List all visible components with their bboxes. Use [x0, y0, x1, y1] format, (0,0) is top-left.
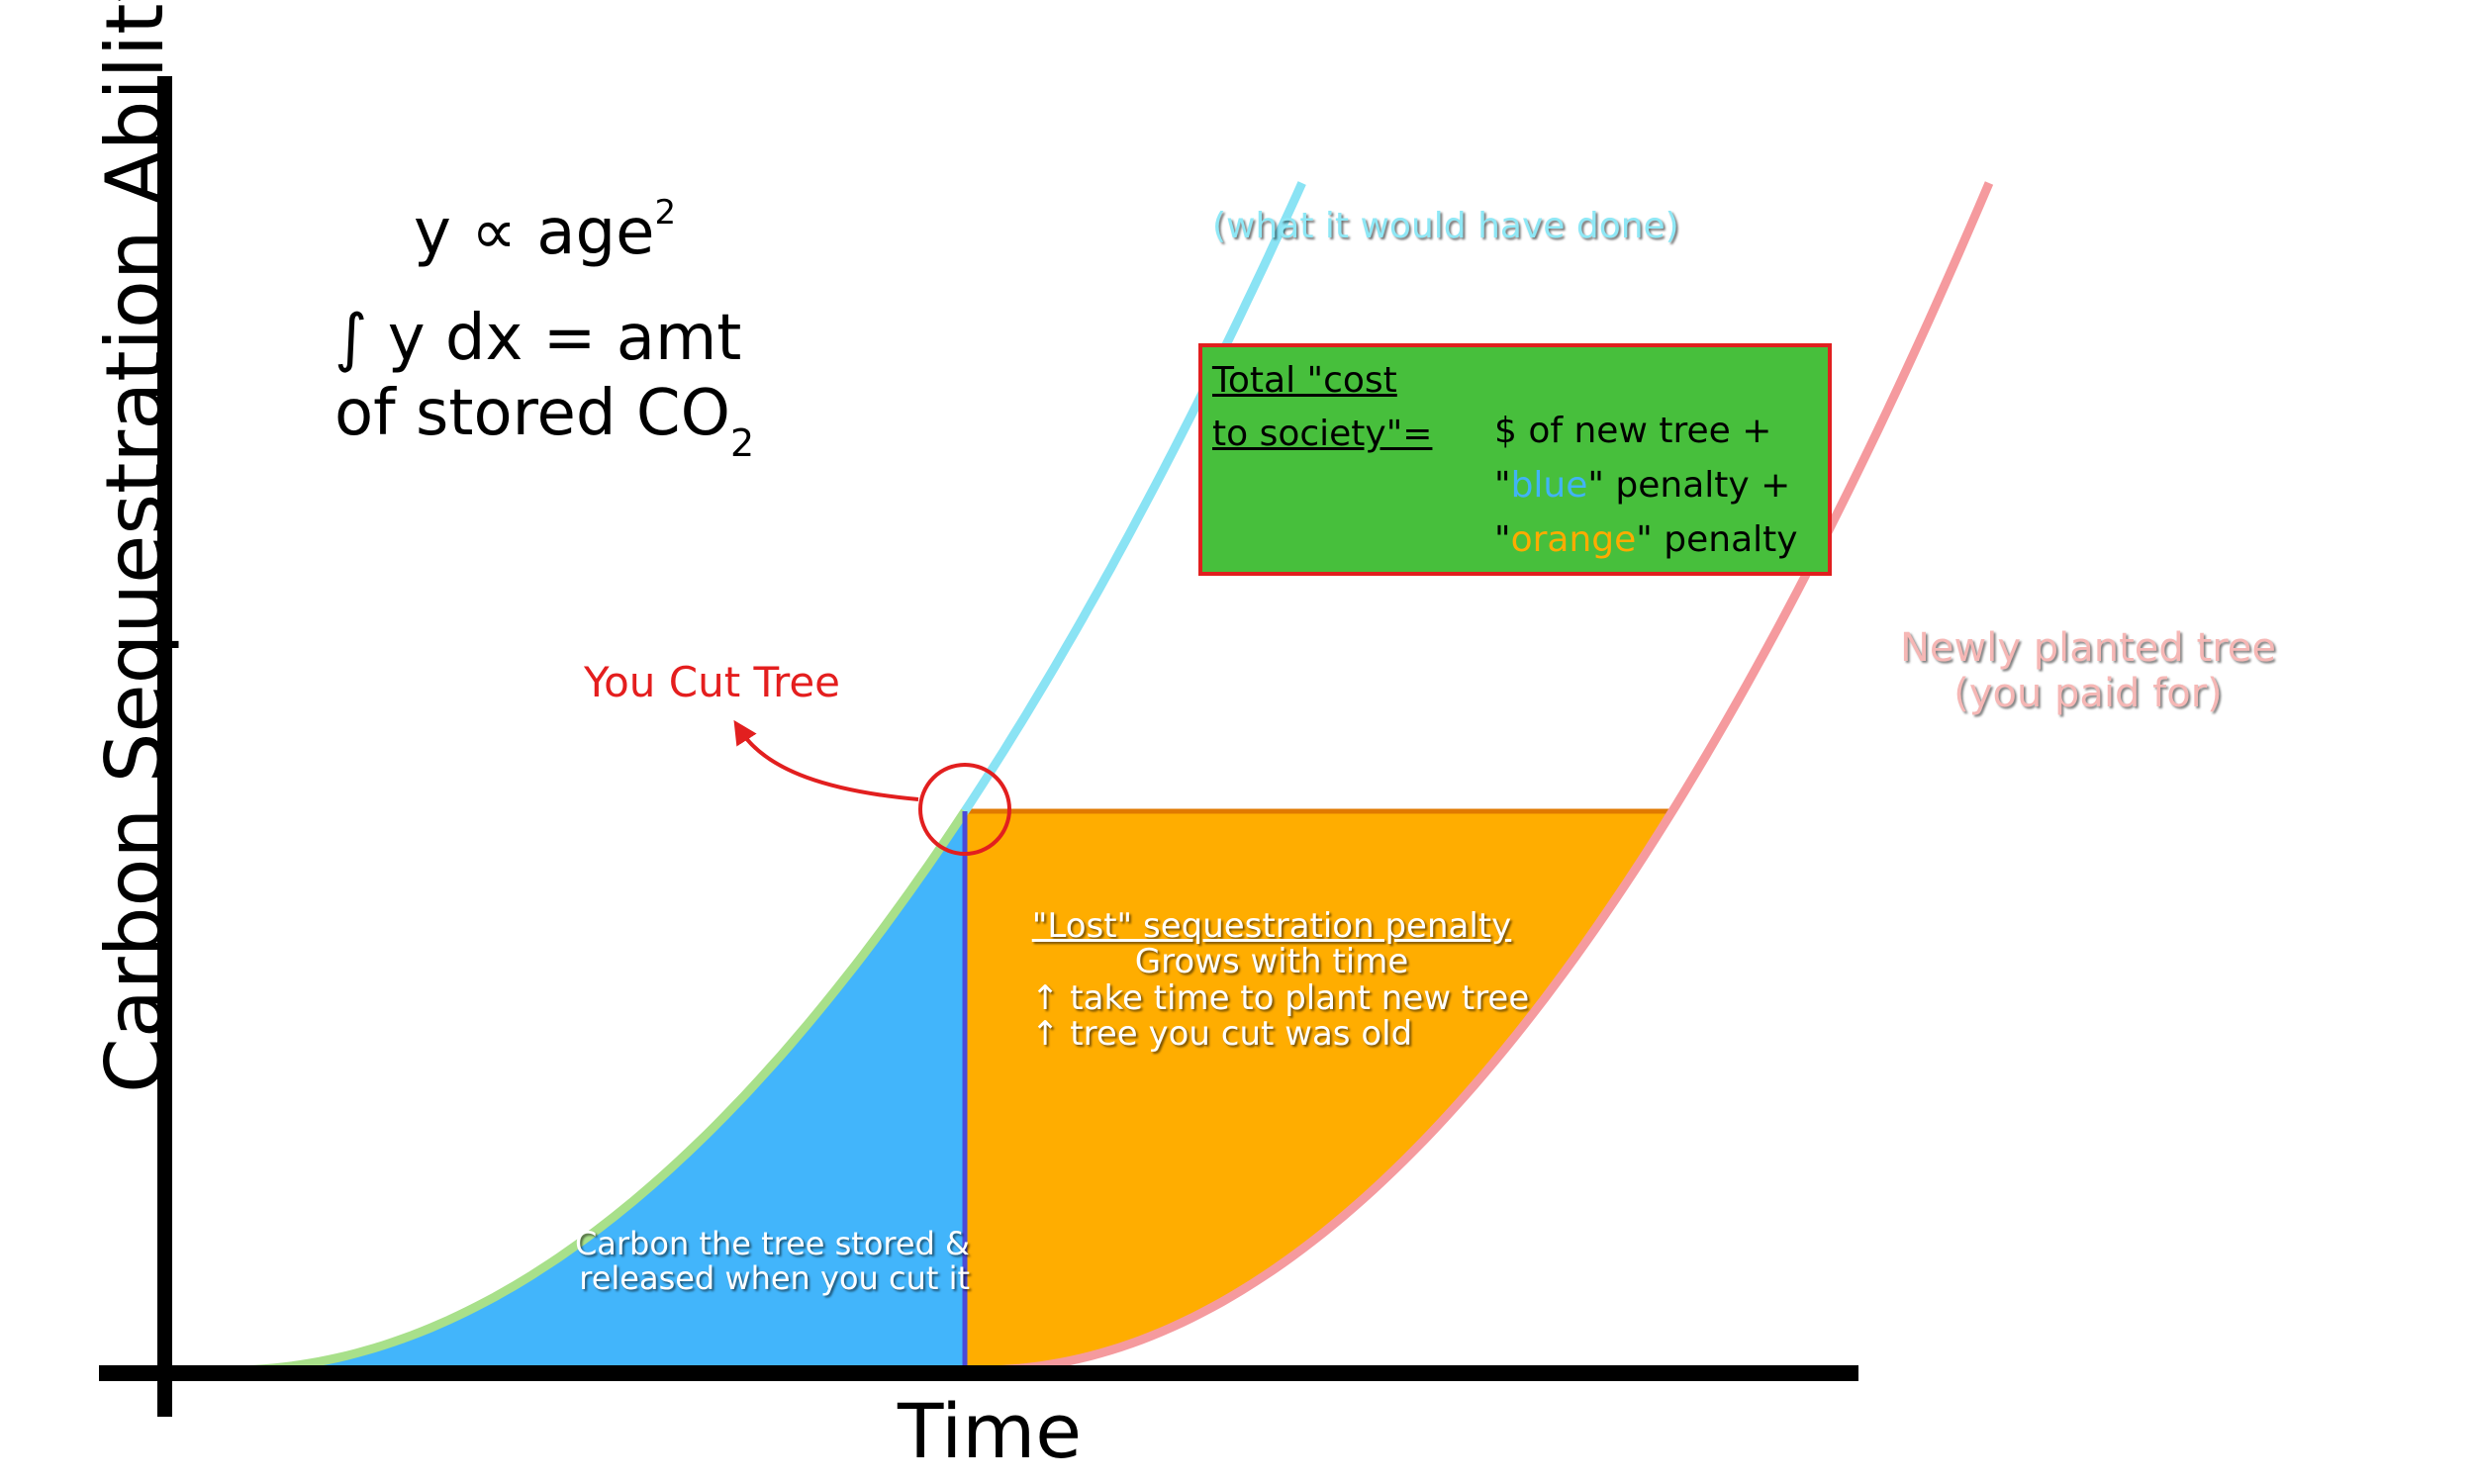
- orange-highlight: orange: [1510, 519, 1637, 560]
- quote-open: ": [1494, 465, 1511, 506]
- proportional-formula-text: y ∝ age: [414, 196, 655, 269]
- cut-point-circle: [918, 763, 1011, 856]
- x-axis-label: Time: [898, 1387, 1082, 1475]
- integral-formula-line1: ∫ y dx = amt: [334, 302, 742, 375]
- cut-tree-label: You Cut Tree: [584, 658, 841, 706]
- y-axis: [157, 76, 172, 1417]
- orange-region-line1: Grows with time: [1134, 942, 1409, 982]
- orange-region-line3: ↑ tree you cut was old: [1031, 1014, 1413, 1055]
- orange-region-line2: ↑ take time to plant new tree: [1031, 977, 1530, 1018]
- new-tree-label-line2: (you paid for): [1953, 671, 2223, 716]
- new-tree-label: Newly planted tree (you paid for): [1831, 625, 2345, 716]
- would-have-done-label: (what it would have done): [1212, 206, 1679, 246]
- new-tree-label-line1: Newly planted tree: [1900, 625, 2276, 671]
- cost-box-title-line2: to society"=: [1212, 414, 1433, 454]
- blue-highlight: blue: [1510, 465, 1588, 506]
- blue-region-text: Carbon the tree stored & released when y…: [554, 1225, 970, 1298]
- cost-box-line1: $ of new tree +: [1494, 411, 1772, 451]
- blue-region-line1: Carbon the tree stored &: [574, 1225, 970, 1262]
- orange-penalty-area: [965, 811, 1672, 1370]
- integral-formula-line2: of stored CO2: [334, 377, 755, 466]
- blue-region-line2: released when you cut it: [579, 1259, 970, 1298]
- blue-penalty-area: [228, 811, 965, 1370]
- y-axis-label: Carbon Sequestration Ability: [89, 0, 181, 1093]
- cost-box-line2: "blue" penalty +: [1494, 465, 1790, 506]
- old-tree-curve-upper: [961, 181, 1306, 814]
- quote-open: ": [1494, 519, 1511, 560]
- cut-arrow: [733, 719, 919, 801]
- integral-subscript: 2: [729, 421, 755, 465]
- proportional-exponent: 2: [654, 193, 677, 232]
- line3-suffix: " penalty: [1636, 519, 1798, 560]
- cost-box-title-line1: Total "cost: [1212, 360, 1397, 401]
- orange-region-heading: "Lost" sequestration penalty: [1031, 906, 1512, 946]
- integral-formula-text: of stored CO: [334, 377, 730, 450]
- proportional-formula: y ∝ age2: [414, 193, 677, 270]
- line2-suffix: " penalty +: [1587, 465, 1791, 506]
- cost-box-line3: "orange" penalty: [1494, 519, 1798, 560]
- x-axis: [99, 1365, 1858, 1381]
- cost-box-title: Total "cost to society"=: [1212, 354, 1432, 461]
- orange-region-text: "Lost" sequestration penalty Grows with …: [970, 908, 1573, 1053]
- old-tree-curve-lower: [227, 808, 969, 1375]
- cost-box: [1198, 343, 1832, 576]
